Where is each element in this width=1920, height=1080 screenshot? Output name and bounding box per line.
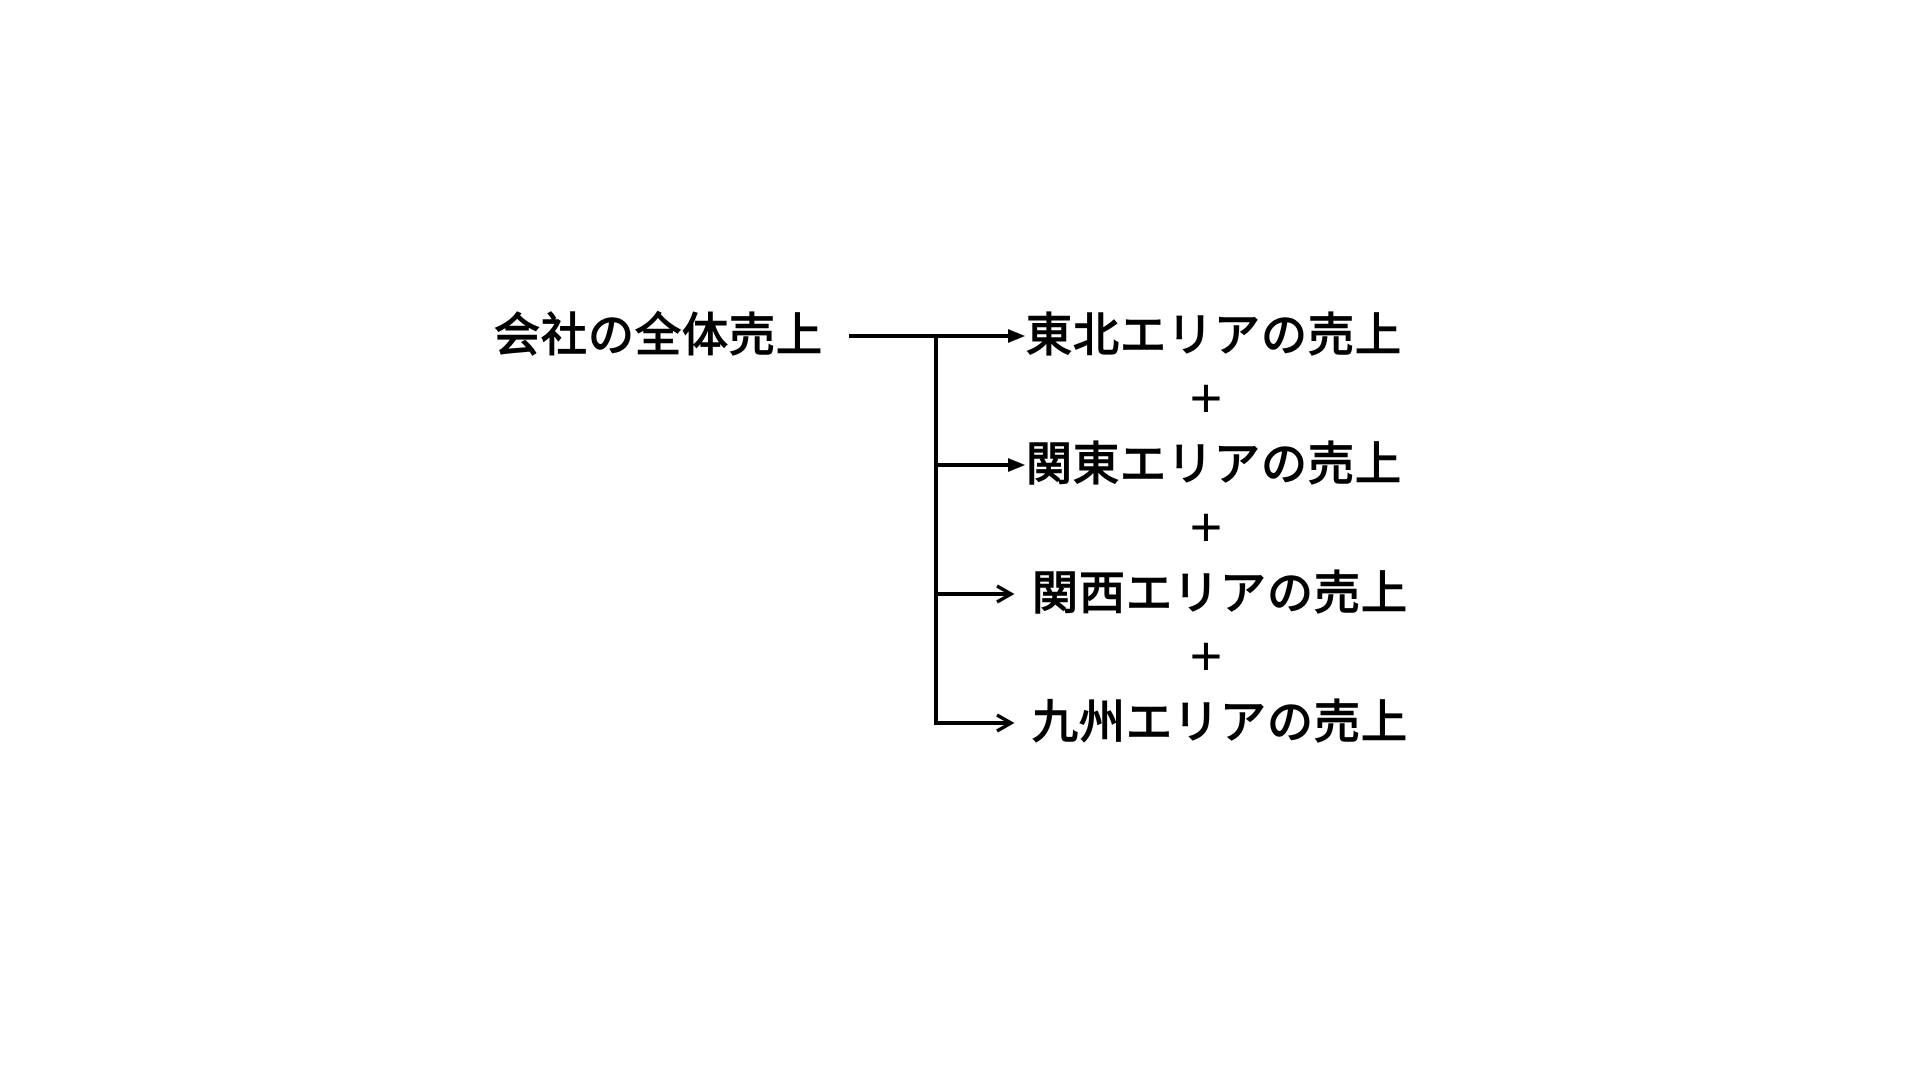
plus-operator-2: +: [1189, 494, 1223, 558]
branch-arrowhead-1: [1008, 329, 1025, 343]
branch-arrowhead-2: [1008, 458, 1025, 472]
plus-operator-3: +: [1189, 623, 1223, 687]
branch-node-label-kyushu: 九州エリアの売上: [1032, 696, 1408, 749]
branch-arrowhead-3: [996, 584, 1015, 604]
branch-arrowhead-4: [996, 713, 1015, 733]
root-node-label: 会社の全体売上: [494, 309, 823, 362]
branch-node-label-kansai: 関西エリアの売上: [1032, 567, 1408, 620]
branch-node-label-kanto: 関東エリアの売上: [1026, 438, 1402, 491]
plus-operator-1: +: [1189, 365, 1223, 429]
branch-node-label-tohoku: 東北エリアの売上: [1026, 309, 1402, 362]
